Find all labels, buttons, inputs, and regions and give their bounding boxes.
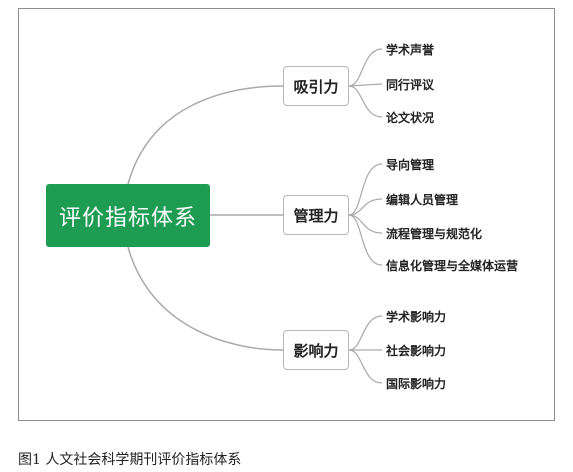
branch-node-influence: 影响力	[283, 330, 349, 370]
link-b1-c3	[348, 85, 383, 118]
leaf-node: 信息化管理与全媒体运营	[386, 259, 519, 273]
link-b3-c3	[348, 349, 383, 384]
leaf-node: 导向管理	[386, 158, 435, 172]
link-b2-c1	[348, 163, 383, 216]
link-b2-c2	[348, 198, 383, 216]
leaf-node: 国际影响力	[386, 377, 447, 391]
root-node: 评价指标体系	[46, 184, 210, 247]
figure-caption: 图1 人文社会科学期刊评价指标体系	[18, 452, 242, 468]
link-b2-c4	[348, 214, 383, 266]
leaf-node: 学术声誉	[386, 43, 435, 57]
link-root-b3	[127, 246, 284, 351]
link-b1-c1	[348, 48, 383, 87]
link-root-b1	[127, 85, 284, 185]
link-b3-c1	[348, 315, 383, 351]
link-b1-c2	[348, 83, 383, 87]
leaf-node: 流程管理与规范化	[386, 227, 483, 241]
leaf-node: 编辑人员管理	[386, 193, 459, 207]
leaf-node: 论文状况	[386, 111, 435, 125]
leaf-node: 社会影响力	[386, 344, 447, 358]
leaf-node: 学术影响力	[386, 310, 447, 324]
branch-node-management: 管理力	[283, 195, 349, 235]
branch-node-attraction: 吸引力	[283, 66, 349, 106]
leaf-node: 同行评议	[386, 78, 435, 92]
